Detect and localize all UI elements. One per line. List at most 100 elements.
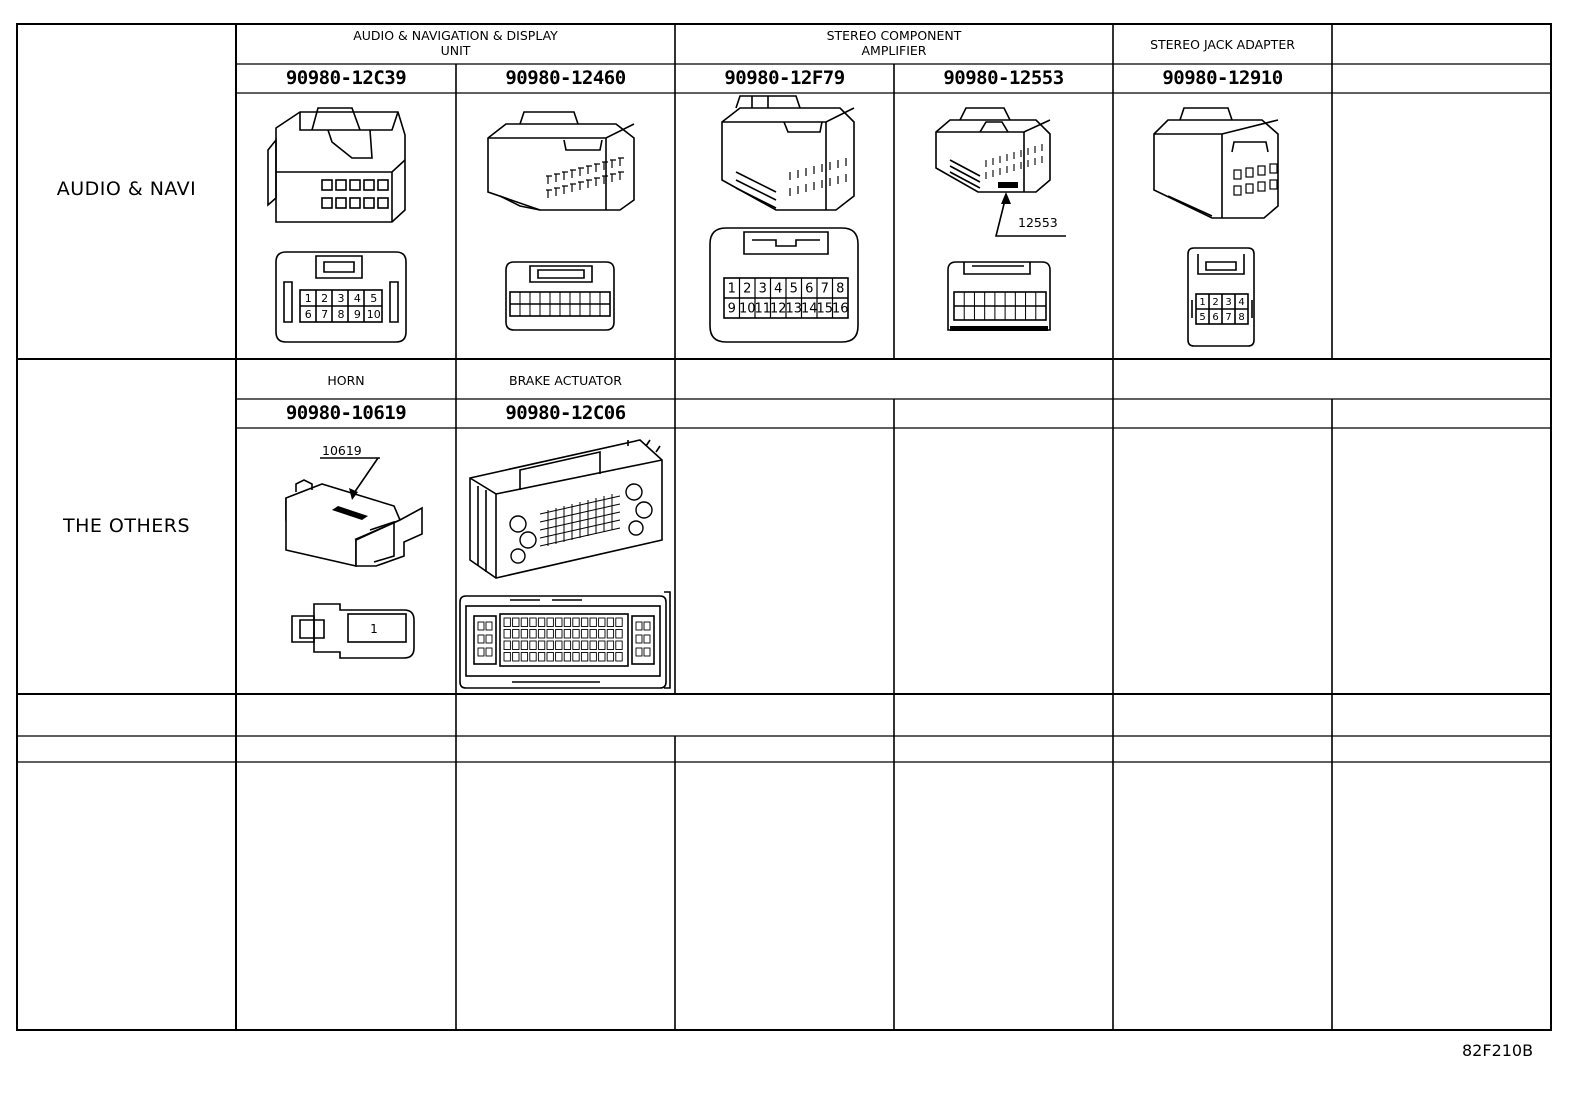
pin-cell (529, 640, 537, 650)
pin-cell (555, 629, 563, 639)
pin-cell (537, 617, 546, 627)
pin-cell (512, 629, 520, 639)
pin-cell (537, 652, 546, 662)
pin-cell (503, 617, 511, 627)
connector-12c06-face-drawing (459, 591, 671, 689)
pin-cell (537, 640, 546, 650)
connector-12553-face-drawing (947, 261, 1051, 331)
part-number-12910: 90980-12910 (1162, 67, 1283, 89)
pin-cell (555, 652, 563, 662)
pin-cell (580, 640, 589, 650)
pin-number-12c39: 4 (354, 292, 361, 305)
pin-number-12f79: 13 (785, 302, 802, 317)
pin-number-12f79: 1 (728, 282, 736, 297)
pin-number-12c39: 5 (370, 292, 377, 305)
connector-12553-iso-drawing (935, 107, 1066, 237)
pin-cell (520, 617, 529, 627)
connector-12c06-iso-drawing (469, 439, 663, 579)
pin-cell (572, 652, 580, 662)
pin-number-12c39: 2 (321, 292, 328, 305)
pin-cell (520, 652, 529, 662)
part-number-12c06: 90980-12C06 (505, 402, 626, 424)
pin-number-10619: 1 (370, 622, 378, 636)
part-number-12460: 90980-12460 (505, 67, 626, 89)
part-number-10619: 90980-10619 (285, 402, 407, 424)
callout-12553: 12553 (1018, 215, 1058, 230)
pin-cell (589, 617, 597, 627)
pin-cell (503, 640, 511, 650)
pin-number-12f79: 16 (832, 302, 849, 317)
pin-number-12f79: 15 (816, 302, 833, 317)
pin-number-12f79: 6 (805, 282, 813, 297)
pin-cell (477, 621, 485, 631)
pin-cell (546, 629, 554, 639)
pin-cell (572, 617, 580, 627)
pin-number-12910: 1 (1199, 297, 1205, 308)
pin-cell (503, 629, 511, 639)
pin-number-12f79: 2 (743, 282, 751, 297)
pin-number-12910: 3 (1225, 297, 1231, 308)
pin-cell (643, 621, 651, 631)
pin-number-12f79: 4 (774, 282, 782, 297)
pin-cell (563, 617, 572, 627)
pin-cell (477, 634, 485, 644)
pin-cell (563, 640, 572, 650)
category-the-others: THE OTHERS (62, 515, 191, 537)
pin-cell (615, 652, 623, 662)
pin-cell (580, 652, 589, 662)
pin-cell (563, 629, 572, 639)
pin-cell (529, 617, 537, 627)
pin-number-12c39: 10 (367, 308, 381, 321)
pin-cell (580, 629, 589, 639)
pin-cell (537, 629, 546, 639)
pin-cell (606, 640, 615, 650)
pin-cell (572, 629, 580, 639)
part-number-12f79: 90980-12F79 (724, 67, 845, 89)
pin-number-12c39: 8 (338, 308, 345, 321)
pin-number-12f79: 3 (759, 282, 767, 297)
connector-10619-face-drawing: 1 (291, 603, 415, 659)
pin-cell (512, 652, 520, 662)
pin-cell (529, 652, 537, 662)
callout-10619: 10619 (322, 443, 362, 458)
pin-number-12c39: 3 (338, 292, 345, 305)
pin-number-12910: 4 (1238, 297, 1244, 308)
group-horn: HORN (327, 373, 365, 388)
drawing-code: 82F210B (1462, 1041, 1534, 1060)
pin-cell (529, 629, 537, 639)
pin-cell (512, 617, 520, 627)
pin-cell (512, 640, 520, 650)
pin-cell (520, 629, 529, 639)
pin-cell (485, 621, 493, 631)
pin-number-12f79: 10 (739, 302, 756, 317)
pin-cell (555, 617, 563, 627)
pin-cell (598, 629, 606, 639)
pin-cell (572, 640, 580, 650)
pin-number-12910: 5 (1199, 312, 1205, 323)
category-audio-navi: AUDIO & NAVI (56, 178, 197, 200)
pin-cell (606, 652, 615, 662)
pin-cell (635, 634, 643, 644)
pin-number-12c39: 6 (305, 308, 312, 321)
group-stereo-jack-adapter: STEREO JACK ADAPTER (1150, 37, 1295, 52)
pin-cell (546, 652, 554, 662)
pin-number-12910: 2 (1212, 297, 1218, 308)
pin-cell (606, 629, 615, 639)
pin-cell (520, 640, 529, 650)
pin-cell (615, 640, 623, 650)
connector-10619-iso-drawing (285, 457, 423, 568)
group-stereo-component-amplifier: STEREO COMPONENT AMPLIFIER (826, 28, 962, 58)
pin-cell (555, 640, 563, 650)
pin-cell (477, 647, 485, 657)
pin-number-12f79: 14 (801, 302, 818, 317)
pin-cell (615, 617, 623, 627)
pin-cell (546, 640, 554, 650)
pin-number-12f79: 8 (836, 282, 844, 297)
pin-number-12f79: 7 (821, 282, 829, 297)
pin-number-12910: 7 (1225, 312, 1231, 323)
pin-cell (589, 640, 597, 650)
